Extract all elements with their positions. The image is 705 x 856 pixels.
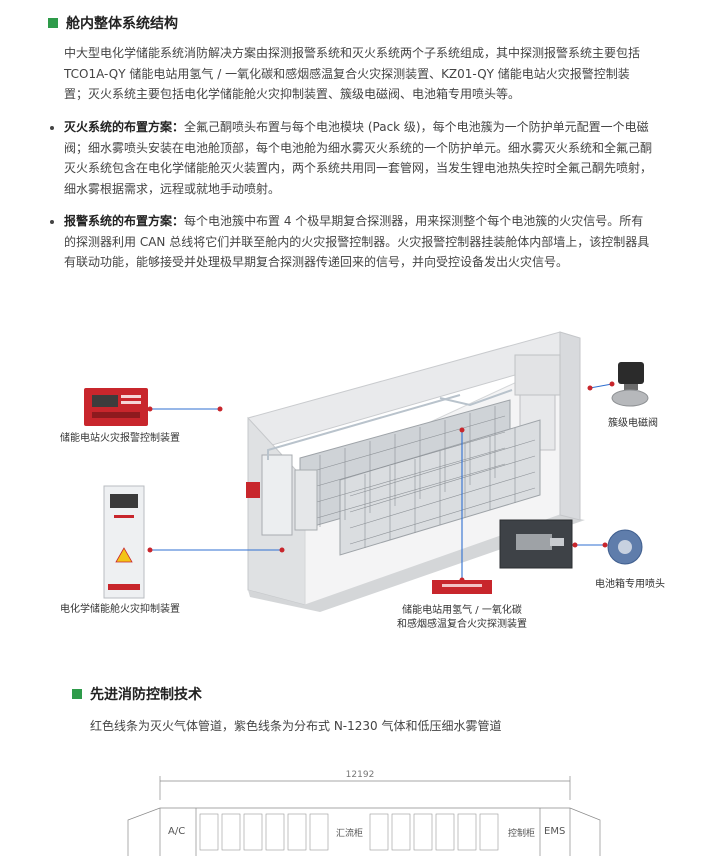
section-heading-control: 先进消防控制技术 (72, 684, 202, 704)
bullet-dot (50, 220, 54, 224)
label-detector: 储能电站用氢气 / 一氧化碳 和感烟感温复合火灾探测装置 (380, 604, 544, 632)
bullet-text: 全氟己酮喷头布置与每个电池模块 (Pack 级)，每个电池簇为一个防护单元配置一… (64, 120, 653, 196)
label-detector-line2: 和感烟感温复合火灾探测装置 (397, 619, 527, 630)
bullet-text: 每个电池簇中布置 4 个极早期复合探测器，用来探测整个每个电池簇的火灾信号。所有… (64, 214, 650, 269)
label-detector-line1: 储能电站用氢气 / 一氧化碳 (402, 605, 522, 616)
label-ems: EMS (544, 826, 566, 837)
bullet-label: 灭火系统的布置方案： (64, 120, 185, 134)
section-title: 先进消防控制技术 (90, 687, 202, 703)
solenoid-valve-device (611, 362, 649, 407)
battery-rack-rows (261, 399, 541, 556)
label-suppression-device: 电化学储能舱火灾抑制装置 (60, 604, 180, 615)
nozzle-device (607, 529, 643, 565)
red-detector-device (432, 580, 492, 594)
label-combiner: 汇流柜 (336, 829, 364, 839)
section-marker (72, 689, 82, 699)
intro-paragraph: 中大型电化学储能系统消防解决方案由探测报警系统和灭火系统两个子系统组成，其中探测… (64, 46, 641, 101)
alarm-box-in-container (246, 482, 260, 498)
label-nozzle: 电池箱专用喷头 (595, 579, 665, 590)
label-control-cabinet: 控制柜 (508, 829, 536, 839)
bullet-dot (50, 126, 54, 130)
label-solenoid-valve: 簇级电磁阀 (608, 418, 658, 429)
alarm-controller-device (84, 388, 148, 426)
suppression-cabinet-device (103, 485, 145, 599)
leader-lines (150, 383, 613, 580)
bullet-fire-suppression: 灭火系统的布置方案：全氟己酮喷头布置与每个电池模块 (Pack 级)，每个电池簇… (64, 117, 652, 199)
label-ac: A/C (168, 826, 186, 837)
detector-photo (499, 519, 573, 569)
section-heading-structure: 舱内整体系统结构 (48, 13, 178, 33)
pipe-legend-text: 红色线条为灭火气体管道，紫色线条为分布式 N-1230 气体和低压细水雾管道 (90, 719, 502, 733)
label-alarm-controller: 储能电站火灾报警控制装置 (60, 433, 180, 444)
pipe-lines (267, 389, 513, 460)
leader-end-dots (147, 381, 615, 583)
section-title: 舱内整体系统结构 (66, 16, 178, 32)
dimension-label: 12192 (345, 770, 375, 780)
bullet-label: 报警系统的布置方案： (64, 214, 185, 228)
bullet-alarm: 报警系统的布置方案：每个电池簇中布置 4 个极早期复合探测器，用来探测整个每个电… (64, 211, 652, 273)
section-marker (48, 18, 58, 28)
